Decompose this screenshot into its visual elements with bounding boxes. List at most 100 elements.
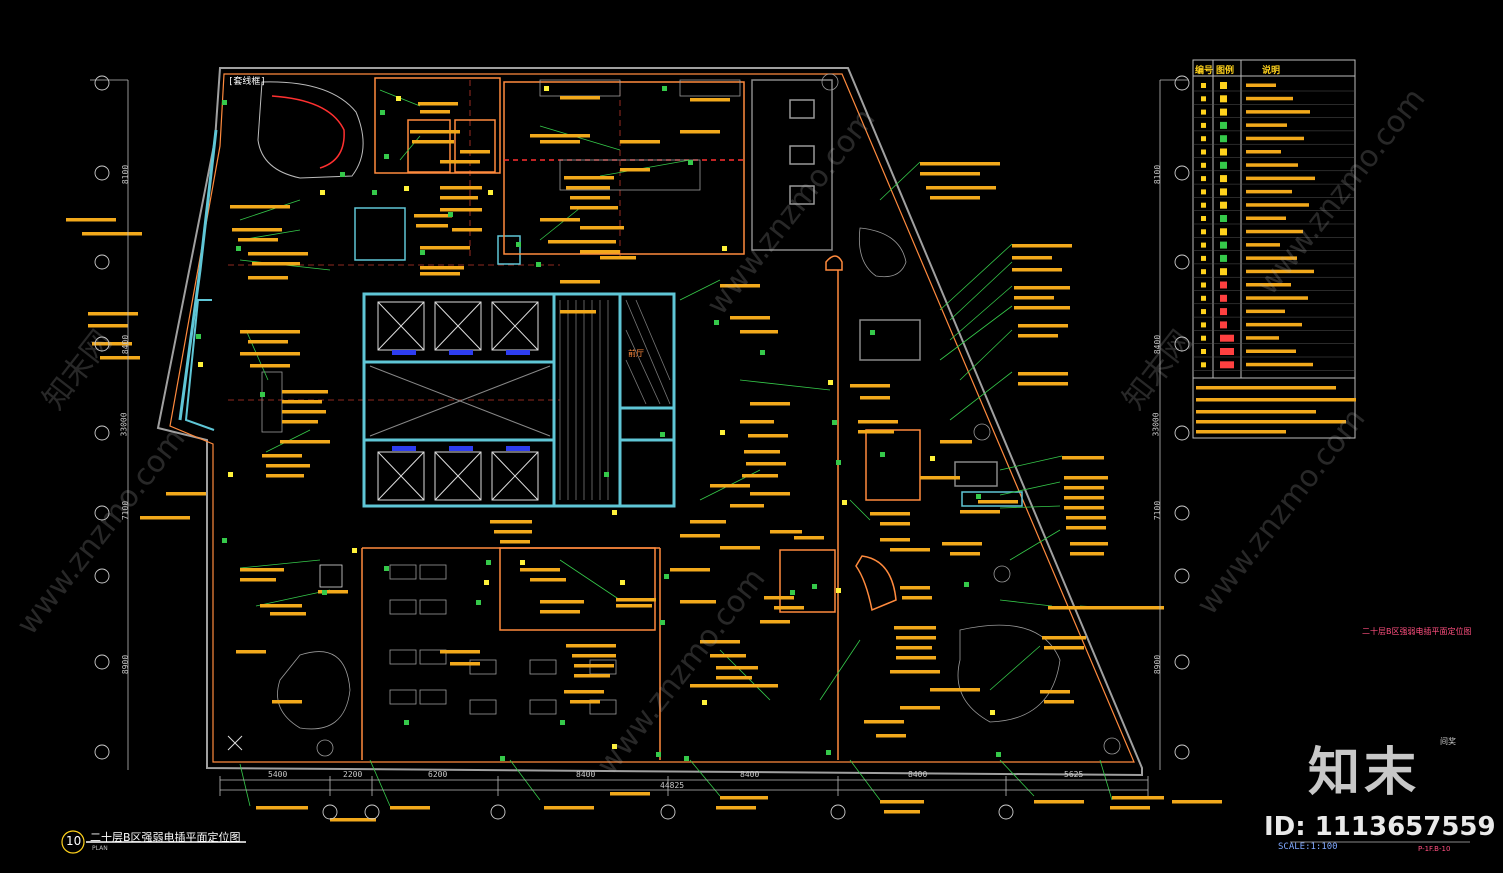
dim-right-3: 33000 bbox=[1151, 412, 1161, 437]
annotation-tag bbox=[88, 312, 138, 316]
legend-symbol bbox=[1220, 82, 1227, 89]
device-symbol bbox=[320, 190, 325, 195]
legend-code bbox=[1201, 255, 1206, 261]
annotation-tag bbox=[1018, 324, 1068, 328]
device-symbol bbox=[486, 560, 491, 565]
annotation-tag bbox=[670, 568, 710, 572]
annotation-tag bbox=[742, 474, 778, 478]
dim-right-4: 7100 bbox=[1153, 500, 1163, 521]
annotation-tag bbox=[720, 284, 760, 288]
annotation-tag bbox=[420, 110, 450, 114]
dim-left-3: 33000 bbox=[119, 412, 129, 437]
annotation-tag bbox=[566, 186, 610, 190]
device-symbol bbox=[404, 186, 409, 191]
annotation-tag bbox=[390, 806, 430, 810]
legend-note bbox=[1196, 386, 1336, 390]
legend-header-code: 编号 bbox=[1195, 66, 1214, 76]
sheet-code: P-1F.B-10 bbox=[1418, 845, 1451, 853]
annotation-tag bbox=[870, 512, 910, 516]
annotation-tag bbox=[490, 520, 532, 524]
axis-bubble bbox=[94, 505, 110, 521]
device-symbol bbox=[660, 432, 665, 437]
annotation-tag bbox=[250, 364, 290, 368]
annotation-tag bbox=[620, 140, 660, 144]
device-symbol bbox=[870, 330, 875, 335]
axis-bubble bbox=[1174, 165, 1190, 181]
device-symbol bbox=[990, 710, 995, 715]
annotation-tag bbox=[1044, 700, 1074, 704]
annotation-tag bbox=[540, 140, 580, 144]
title-block bbox=[61, 830, 1470, 854]
legend-note bbox=[1196, 430, 1286, 434]
dim-left-5: 8900 bbox=[121, 654, 131, 675]
dim-right-5: 8900 bbox=[1153, 654, 1163, 675]
legend-code bbox=[1201, 282, 1206, 288]
legend-code bbox=[1201, 216, 1206, 221]
annotation-tag bbox=[978, 500, 1018, 504]
axis-bubble bbox=[94, 165, 110, 181]
legend-code bbox=[1201, 295, 1206, 301]
legend-note bbox=[1196, 398, 1356, 402]
device-symbol bbox=[664, 574, 669, 579]
annotation-tag bbox=[896, 656, 936, 660]
annotation-tag bbox=[282, 420, 318, 424]
annotation-tag bbox=[248, 276, 288, 280]
annotation-tag bbox=[730, 684, 778, 688]
annotation-tag bbox=[1070, 542, 1108, 546]
legend-symbol bbox=[1220, 228, 1227, 236]
dim-left-2: 8400 bbox=[121, 334, 131, 355]
annotation-tag bbox=[900, 706, 940, 710]
annotation-tag bbox=[560, 280, 600, 284]
annotation-tag bbox=[858, 420, 898, 424]
dim-bottom-5: 8400 bbox=[740, 770, 760, 779]
legend-desc bbox=[1246, 256, 1297, 260]
legend-desc bbox=[1246, 216, 1286, 220]
annotation-tag bbox=[720, 796, 768, 800]
axis-bubble bbox=[1174, 568, 1190, 584]
axis-bubble bbox=[94, 425, 110, 441]
legend-desc bbox=[1246, 269, 1314, 274]
device-symbol bbox=[612, 510, 617, 515]
annotation-tag bbox=[600, 256, 636, 260]
annotation-tag bbox=[1066, 526, 1106, 530]
device-symbol bbox=[384, 566, 389, 571]
annotation-tag bbox=[266, 474, 304, 478]
annotation-tag bbox=[570, 196, 610, 200]
annotation-tag bbox=[412, 140, 454, 144]
annotation-tag bbox=[570, 700, 600, 704]
annotation-tag bbox=[140, 516, 190, 520]
annotation-tag bbox=[572, 654, 616, 658]
stair-hatch bbox=[559, 299, 671, 500]
legend-symbol bbox=[1220, 201, 1227, 209]
annotation-tag bbox=[564, 176, 614, 180]
dim-bottom-6: 8400 bbox=[908, 770, 928, 779]
annotation-tag bbox=[794, 536, 824, 540]
annotation-tag bbox=[440, 208, 482, 212]
device-symbol bbox=[322, 590, 327, 595]
device-symbol bbox=[828, 380, 833, 385]
legend-code bbox=[1201, 176, 1206, 182]
annotation-tag bbox=[252, 262, 300, 266]
annotation-tag bbox=[92, 342, 132, 346]
legend-desc bbox=[1246, 123, 1287, 127]
annotation-tag bbox=[564, 690, 604, 694]
axis-bubble bbox=[1174, 654, 1190, 670]
annotation-tag bbox=[740, 330, 778, 334]
legend-code bbox=[1201, 162, 1206, 168]
annotation-tag bbox=[720, 546, 760, 550]
annotation-tag bbox=[1066, 516, 1106, 520]
legend-desc bbox=[1246, 309, 1285, 314]
annotation-tag bbox=[690, 684, 730, 688]
legend-symbol bbox=[1220, 161, 1227, 169]
legend-desc bbox=[1246, 296, 1308, 300]
annotation-tag bbox=[1044, 646, 1084, 650]
annotation-tag bbox=[420, 272, 460, 276]
annotation-tag bbox=[1048, 606, 1108, 610]
annotation-tag bbox=[710, 484, 750, 488]
annotation-tag bbox=[750, 402, 790, 406]
annotation-tag bbox=[744, 450, 780, 454]
axis-bubble bbox=[364, 804, 380, 820]
annotation-tag bbox=[1012, 256, 1052, 260]
axis-bubble bbox=[1174, 505, 1190, 521]
annotation-tag bbox=[920, 476, 960, 480]
